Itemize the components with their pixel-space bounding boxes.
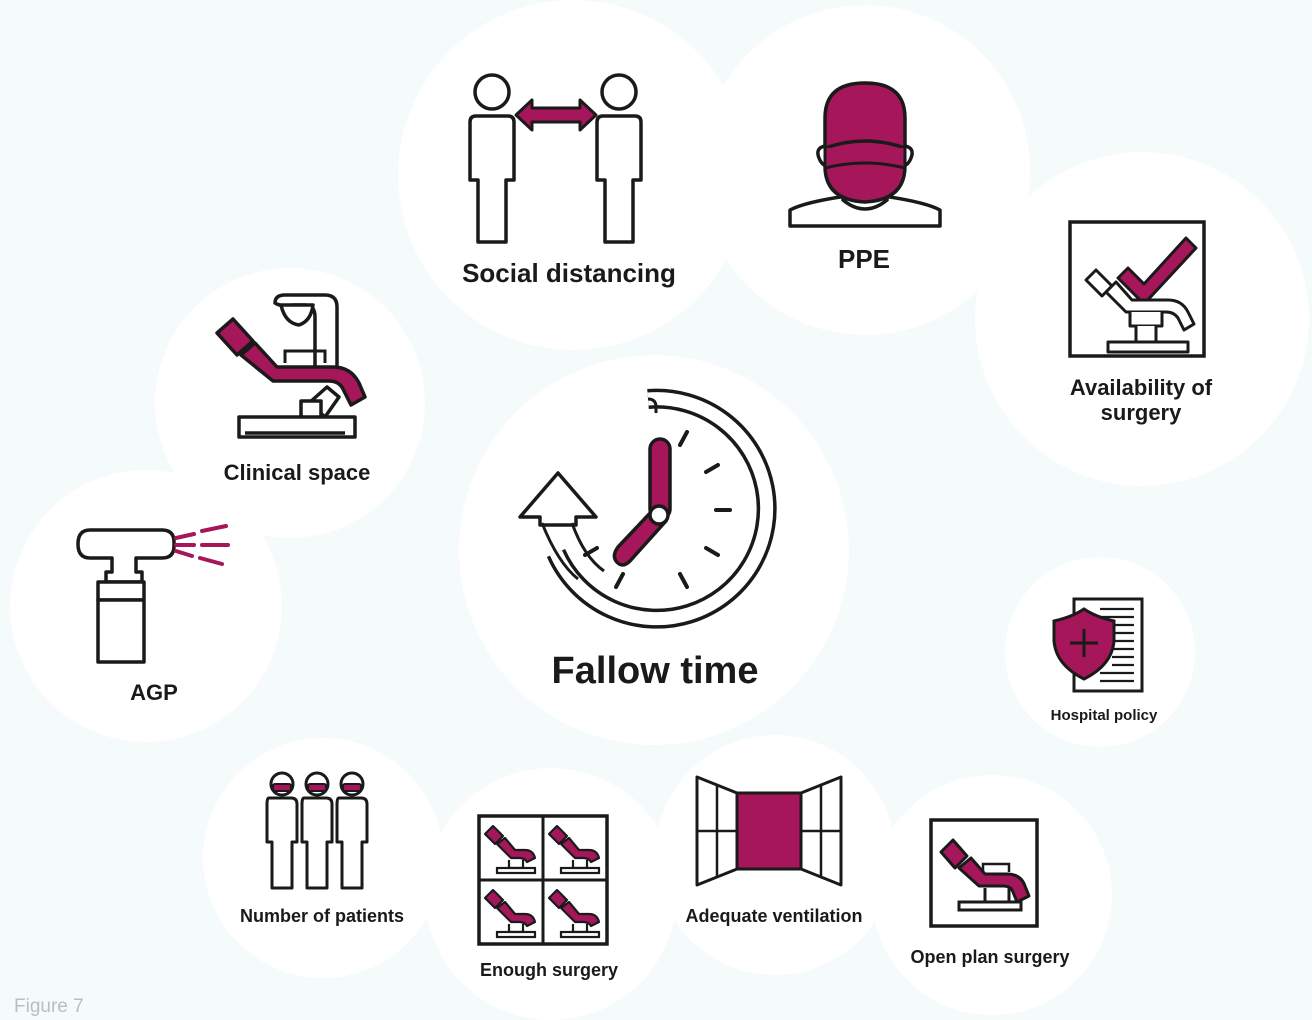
label-enough-surgery: Enough surgery: [479, 960, 619, 980]
patients-group-icon: [265, 771, 369, 890]
clock-arrow-icon: [518, 388, 777, 629]
label-availability-of-surgery: Availability of surgery: [1069, 375, 1213, 426]
label-hospital-policy: Hospital policy: [1050, 707, 1158, 724]
masked-person-icon: [788, 81, 942, 228]
bubble-social-distancing: [398, 0, 748, 350]
bubble-agp: [10, 470, 282, 742]
surgery-check-icon: [1068, 220, 1206, 358]
four-surgeries-icon: [477, 814, 609, 946]
shield-document-icon: [1052, 597, 1144, 693]
open-window-icon: [695, 775, 843, 887]
figure-caption: Figure 7: [14, 996, 84, 1017]
bubble-fallow-time: [459, 355, 849, 745]
label-fallow-time: Fallow time: [551, 650, 759, 692]
open-plan-chair-icon: [929, 818, 1039, 928]
dental-chair-icon: [215, 293, 367, 439]
label-social-distancing: Social distancing: [462, 258, 676, 288]
label-open-plan-surgery: Open plan surgery: [910, 947, 1070, 967]
label-ppe: PPE: [837, 244, 891, 274]
spray-handpiece-icon: [76, 524, 230, 664]
label-adequate-ventilation: Adequate ventilation: [685, 906, 863, 926]
label-agp: AGP: [130, 680, 178, 705]
label-clinical-space: Clinical space: [223, 460, 371, 485]
label-number-of-patients: Number of patients: [239, 906, 405, 926]
social-distancing-icon: [468, 73, 643, 244]
